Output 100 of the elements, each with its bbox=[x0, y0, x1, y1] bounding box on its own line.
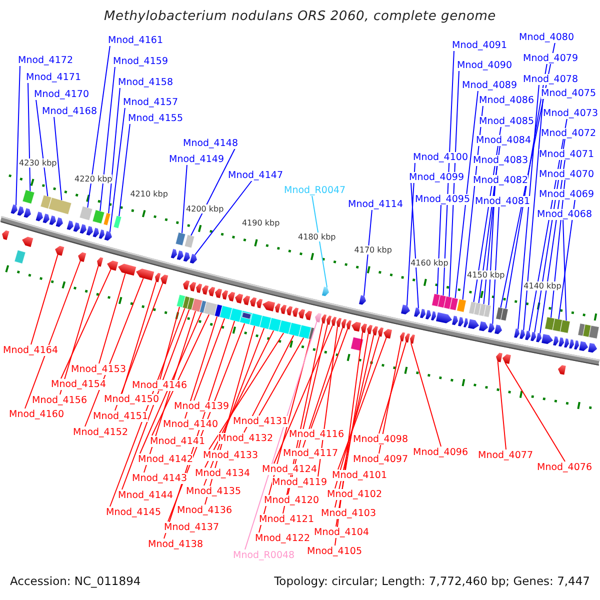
gene-symbol bbox=[405, 333, 410, 343]
leader-line bbox=[118, 123, 130, 217]
gene-label: Mnod_4142 bbox=[138, 454, 193, 464]
gene-symbol bbox=[104, 230, 112, 241]
gene-symbol bbox=[292, 308, 299, 318]
leader-line bbox=[190, 148, 236, 236]
gene-label: Mnod_4084 bbox=[476, 134, 531, 146]
gene-symbol bbox=[305, 310, 312, 320]
gene-label: Mnod_4089 bbox=[462, 80, 517, 90]
gene-label: Mnod_4170 bbox=[34, 88, 89, 100]
gene-symbol bbox=[183, 252, 190, 262]
gene-symbol bbox=[564, 338, 570, 348]
leader-line bbox=[523, 98, 544, 331]
feature-block bbox=[588, 325, 600, 340]
leader-line bbox=[30, 254, 58, 345]
gene-label: Mnod_4141 bbox=[150, 436, 205, 446]
gene-label: Mnod_4101 bbox=[332, 470, 387, 480]
gene-label: Mnod_4156 bbox=[32, 394, 87, 406]
gene-label: Mnod_4152 bbox=[73, 426, 128, 438]
leader-line bbox=[122, 308, 190, 490]
leader-line bbox=[204, 330, 274, 468]
gene-symbol bbox=[358, 295, 366, 305]
leader-line bbox=[318, 326, 338, 477]
leader-line bbox=[562, 219, 567, 322]
leader-line bbox=[378, 342, 407, 434]
gene-symbol bbox=[530, 332, 536, 342]
gene-label: Mnod_4145 bbox=[106, 506, 161, 518]
gene-symbol bbox=[55, 246, 64, 256]
feature-block bbox=[219, 305, 233, 320]
gene-label: Mnod_4146 bbox=[132, 380, 187, 390]
gene-symbol bbox=[118, 264, 136, 276]
gene-symbol bbox=[315, 313, 322, 322]
leader-line bbox=[378, 340, 402, 454]
gene-symbol bbox=[196, 284, 202, 294]
leader-line bbox=[410, 182, 419, 309]
gene-label: Mnod_4099 bbox=[409, 172, 464, 182]
gene-label: Mnod_4081 bbox=[475, 196, 530, 206]
feature-block bbox=[22, 189, 35, 204]
gene-label: Mnod_4071 bbox=[539, 148, 594, 160]
feature-block bbox=[184, 234, 195, 248]
gene-symbol bbox=[66, 220, 74, 230]
leader-line bbox=[436, 204, 442, 295]
gene-symbol bbox=[107, 260, 118, 271]
gene-symbol bbox=[569, 339, 574, 349]
gene-label: Mnod_4091 bbox=[452, 40, 507, 50]
gene-symbol bbox=[342, 319, 347, 328]
gene-symbol bbox=[479, 321, 488, 332]
gene-symbol bbox=[383, 328, 392, 339]
feature-block bbox=[203, 301, 218, 316]
genome-summary-text: Topology: circular; Length: 7,772,460 bp; Genes: 7,447 bbox=[274, 575, 590, 588]
scale-label: 4230 kbp bbox=[19, 158, 57, 168]
gene-symbol bbox=[215, 288, 222, 298]
gene-symbol bbox=[2, 230, 10, 240]
gene-label: Mnod_4068 bbox=[537, 208, 592, 220]
gene-symbol bbox=[36, 212, 43, 222]
gene-label: Mnod_4155 bbox=[128, 112, 183, 124]
gene-symbol bbox=[558, 365, 566, 375]
feature-block bbox=[544, 316, 556, 331]
gene-label: Mnod_4082 bbox=[473, 174, 528, 186]
gene-label: Mnod_4096 bbox=[413, 446, 468, 458]
gene-label: Mnod_4072 bbox=[541, 128, 596, 138]
scale-label: 4200 kbp bbox=[186, 204, 224, 214]
gene-symbol bbox=[256, 298, 263, 308]
gene-symbol bbox=[98, 229, 104, 239]
leader-line bbox=[109, 107, 126, 232]
gene-symbol bbox=[286, 306, 293, 316]
gene-symbol bbox=[525, 330, 531, 340]
leader-line bbox=[504, 362, 566, 462]
scale-label: 4180 kbp bbox=[298, 232, 336, 242]
feature-block bbox=[79, 206, 93, 221]
gene-label: Mnod_4137 bbox=[164, 522, 219, 532]
gene-symbol bbox=[366, 324, 372, 334]
leader-line bbox=[518, 84, 540, 330]
gene-label: Mnod_4160 bbox=[9, 408, 64, 420]
gene-label: Mnod_4153 bbox=[71, 364, 126, 374]
gene-label: Mnod_4122 bbox=[255, 532, 310, 544]
gene-symbol bbox=[73, 222, 80, 232]
leader-line bbox=[194, 318, 226, 401]
gene-label: Mnod_4164 bbox=[3, 344, 58, 356]
gene-symbol bbox=[97, 257, 104, 267]
gene-label: Mnod_4086 bbox=[479, 94, 534, 106]
gene-label: Mnod_4078 bbox=[523, 74, 578, 84]
gene-symbol bbox=[588, 342, 598, 353]
leader-line bbox=[302, 327, 343, 448]
leader-line bbox=[208, 332, 284, 450]
gene-symbol bbox=[176, 250, 184, 260]
gene-label: Mnod_4132 bbox=[218, 432, 273, 444]
gene-label: Mnod_4097 bbox=[353, 454, 408, 464]
leader-line bbox=[454, 90, 478, 299]
leader-line bbox=[160, 306, 180, 380]
gene-symbol bbox=[56, 217, 63, 227]
leader-line bbox=[334, 334, 374, 508]
feature-block bbox=[14, 250, 26, 264]
gene-label: Mnod_4151 bbox=[93, 410, 148, 422]
gene-symbol bbox=[502, 354, 511, 364]
gene-label: Mnod_4161 bbox=[108, 34, 163, 46]
gene-symbol bbox=[92, 228, 99, 238]
feature-block bbox=[278, 320, 292, 335]
leader-line bbox=[244, 334, 294, 433]
leader-line bbox=[87, 45, 110, 208]
